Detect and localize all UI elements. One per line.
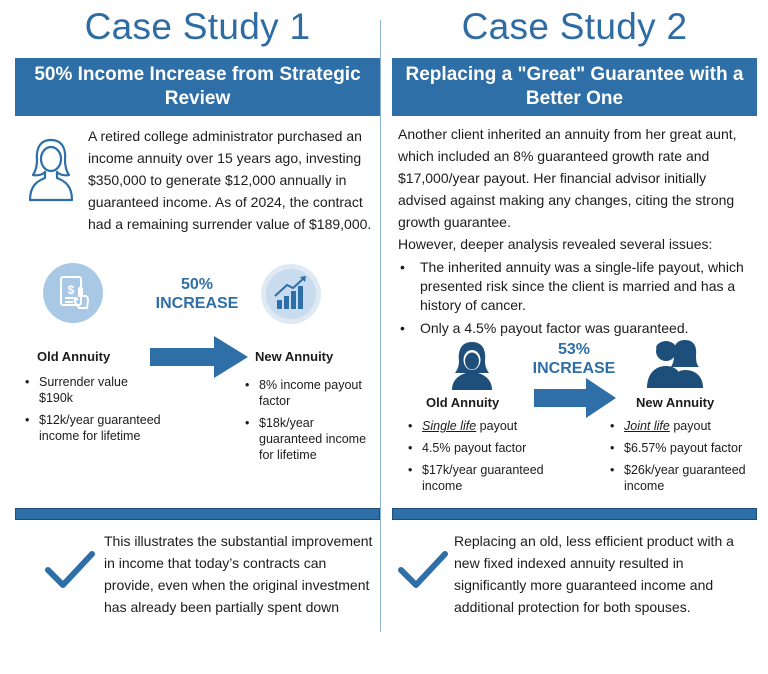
case-1-increase-badge: 50% INCREASE xyxy=(143,275,251,313)
document-hand-icon: $ xyxy=(43,263,103,323)
list-item: 4.5% payout factor xyxy=(406,440,556,456)
list-item: Only a 4.5% payout factor was guaranteed… xyxy=(398,319,752,338)
case-2-new-label: New Annuity xyxy=(636,395,715,410)
arrow-right-icon xyxy=(150,336,248,378)
case-1-banner: 50% Income Increase from Strategic Revie… xyxy=(15,58,380,116)
couple-icon xyxy=(647,340,703,388)
woman-outline-icon xyxy=(28,138,74,202)
case-2-increase-badge: 53% INCREASE xyxy=(520,340,628,378)
list-item: Joint life payout xyxy=(608,418,758,434)
case-2-banner: Replacing a "Great" Guarantee with a Bet… xyxy=(392,58,757,116)
list-item: $26k/year guaranteed income xyxy=(608,462,758,494)
case-1-title: Case Study 1 xyxy=(84,6,311,47)
increase-label: INCREASE xyxy=(532,360,616,377)
checkmark-icon xyxy=(398,551,448,588)
case-2-analysis: However, deeper analysis revealed severa… xyxy=(398,236,713,252)
case-study-2: Case Study 2 Replacing a "Great" Guarant… xyxy=(392,0,757,615)
increase-percent: 50% xyxy=(180,276,214,293)
case-2-title: Case Study 2 xyxy=(461,6,688,47)
svg-text:$: $ xyxy=(68,283,75,297)
column-divider xyxy=(380,20,381,632)
list-item: Surrender value $190k xyxy=(23,374,163,406)
list-item: Single life payout xyxy=(406,418,556,434)
list-item: $17k/year guaranteed income xyxy=(406,462,556,494)
woman-solid-icon xyxy=(452,342,492,390)
list-item-text: payout xyxy=(669,419,711,433)
list-item-text: payout xyxy=(476,419,518,433)
case-1-new-list: 8% income payout factor $18k/year guaran… xyxy=(243,377,378,469)
increase-label: INCREASE xyxy=(155,295,239,312)
single-life-emphasis: Single life xyxy=(422,419,477,433)
case-1-old-label: Old Annuity xyxy=(37,349,111,364)
case-1-new-label: New Annuity xyxy=(255,349,334,364)
case-1-summary: This illustrates the substantial improve… xyxy=(104,533,373,615)
case-2-old-label: Old Annuity xyxy=(426,395,500,410)
growth-chart-icon xyxy=(261,264,321,324)
list-item: $18k/year guaranteed income for lifetime xyxy=(243,415,378,463)
case-2-divider-bar xyxy=(392,508,757,520)
list-item: The inherited annuity was a single-life … xyxy=(398,258,752,315)
arrow-right-icon xyxy=(534,378,616,418)
checkmark-icon xyxy=(45,551,95,588)
list-item: $6.57% payout factor xyxy=(608,440,758,456)
case-1-old-list: Surrender value $190k $12k/year guarante… xyxy=(23,374,163,450)
case-1-divider-bar xyxy=(15,508,380,520)
case-1-intro: A retired college administrator purchase… xyxy=(88,128,372,232)
list-item: $12k/year guaranteed income for lifetime xyxy=(23,412,163,444)
case-2-issues: The inherited annuity was a single-life … xyxy=(398,258,752,344)
joint-life-emphasis: Joint life xyxy=(624,419,670,433)
case-2-old-list: Single life payout 4.5% payout factor $1… xyxy=(406,418,556,500)
list-item: 8% income payout factor xyxy=(243,377,378,409)
case-2-intro: Another client inherited an annuity from… xyxy=(398,126,737,230)
case-2-new-list: Joint life payout $6.57% payout factor $… xyxy=(608,418,758,500)
case-2-summary: Replacing an old, less efficient product… xyxy=(454,533,734,615)
increase-percent: 53% xyxy=(557,341,591,358)
case-study-1: Case Study 1 50% Income Increase from St… xyxy=(15,0,380,615)
